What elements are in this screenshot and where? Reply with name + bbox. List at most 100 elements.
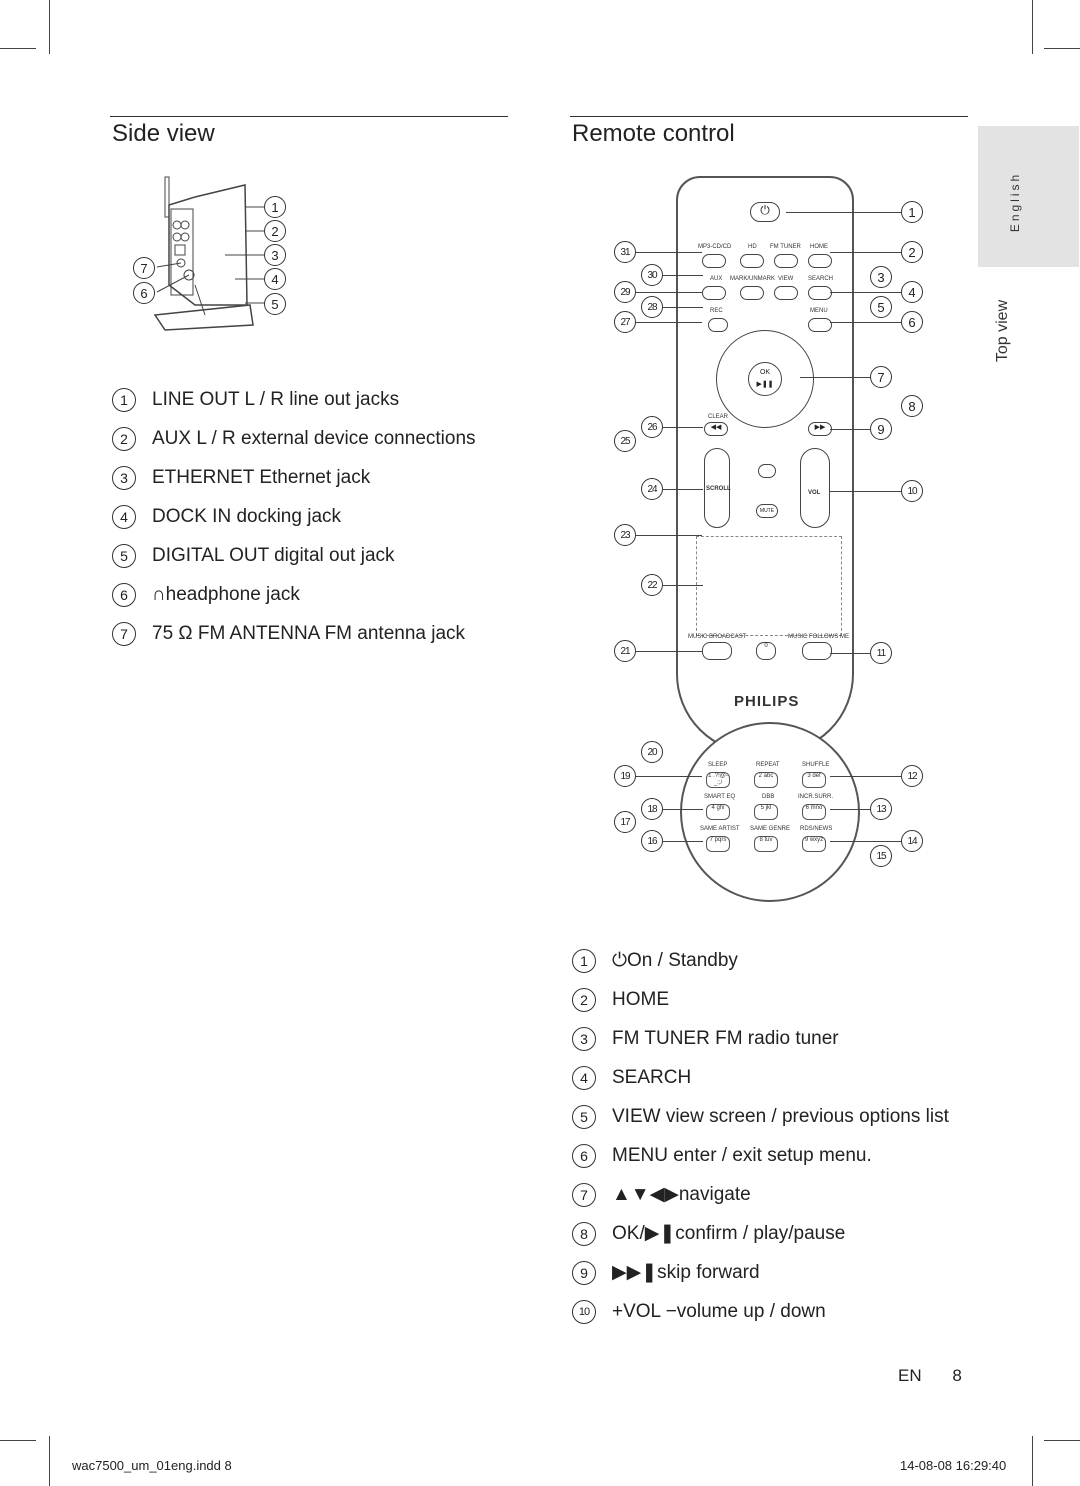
crop-mark: [1032, 0, 1033, 54]
key-label: SLEEP: [708, 762, 728, 768]
remote-callout: 5: [870, 296, 892, 318]
key-label: SAME GENRE: [750, 826, 791, 832]
remote-callout: 27: [614, 311, 636, 333]
side-callout-6: 6: [133, 282, 155, 304]
crop-mark: [49, 1436, 50, 1486]
list-item: 6∩headphone jack: [112, 575, 476, 614]
remote-callout: 25: [614, 430, 636, 452]
side-callout-5: 5: [264, 293, 286, 315]
list-item: 9 ▶▶❚skip forward: [572, 1253, 949, 1292]
language-label: English: [1008, 171, 1023, 233]
item-number: 2: [112, 426, 136, 451]
item-number: 1: [112, 387, 136, 412]
mp3cd-button: [702, 254, 726, 268]
list-item: 10+VOL −volume up / down: [572, 1292, 949, 1331]
key-label: INCR.SURR.: [798, 794, 834, 800]
leader-line: [663, 307, 703, 308]
remote-callout: 11: [870, 642, 892, 664]
btn-label-hd: HD: [748, 244, 757, 250]
item-text: DOCK IN docking jack: [152, 505, 342, 527]
key-3: 3 def: [802, 772, 826, 788]
mark-button: [740, 286, 764, 300]
side-view-diagram: [125, 175, 295, 340]
leader-line: [663, 809, 703, 810]
remote-title: Remote control: [572, 120, 735, 147]
key-label: SMART EQ: [704, 794, 736, 800]
item-number: 5: [112, 543, 136, 568]
section-rule: [570, 116, 968, 117]
brand-logo: PHILIPS: [734, 693, 800, 710]
btn-label-rec: REC: [710, 308, 723, 314]
item-text: HOME: [612, 988, 669, 1010]
key-9: 9 wxyz: [802, 836, 826, 852]
leader-line: [663, 275, 703, 276]
leader-line: [830, 841, 901, 842]
leader-line: [830, 252, 901, 253]
power-button: ⏻: [750, 202, 780, 222]
remote-callout: 23: [614, 524, 636, 546]
aux-button: [702, 286, 726, 300]
crop-mark: [0, 48, 36, 49]
item-text: ∩headphone jack: [152, 583, 300, 605]
side-callout-7: 7: [133, 257, 155, 279]
item-text: ▲▼◀▶navigate: [612, 1184, 751, 1205]
leader-line: [663, 841, 703, 842]
remote-callout: 21: [614, 640, 636, 662]
remote-callout: 16: [641, 830, 663, 852]
remote-callout: 8: [901, 395, 923, 417]
keypad-zoom: SLEEP REPEAT SHUFFLE 1 .?!@-_:;/ 2 abc 3…: [680, 722, 860, 902]
stop-button: [758, 464, 776, 478]
remote-callout: 19: [614, 765, 636, 787]
item-number: 5: [572, 1104, 596, 1129]
btn-label-mark: MARK/UNMARK: [730, 276, 776, 282]
leader-line: [636, 322, 702, 323]
remote-callout: 24: [641, 478, 663, 500]
remote-callout: 10: [901, 480, 923, 502]
zero-label: 0: [764, 643, 768, 649]
side-callout-2: 2: [264, 220, 286, 242]
item-number: 9: [572, 1260, 596, 1285]
remote-callout: 2: [901, 241, 923, 263]
remote-callout: 18: [641, 798, 663, 820]
remote-callout: 26: [641, 416, 663, 438]
item-text: ⏻On / Standby: [612, 949, 738, 971]
btn-label-home: HOME: [810, 244, 828, 250]
remote-callout: 9: [870, 418, 892, 440]
home-button: [808, 254, 832, 268]
btn-label-view: VIEW: [778, 276, 794, 282]
remote-callout: 3: [870, 266, 892, 288]
remote-callout: 1: [901, 201, 923, 223]
btn-label-aux: AUX: [710, 276, 723, 282]
language-tab: [978, 126, 1079, 267]
mute-button: MUTE: [756, 504, 778, 518]
side-callout-3: 3: [264, 244, 286, 266]
key-label: REPEAT: [756, 762, 780, 768]
side-callout-4: 4: [264, 268, 286, 290]
rec-button: [708, 318, 728, 332]
item-text: MENU enter / exit setup menu.: [612, 1144, 872, 1166]
leader-line: [830, 322, 901, 323]
mute-label: MUTE: [759, 508, 775, 514]
search-button: [808, 286, 832, 300]
remote-callout: 17: [614, 811, 636, 833]
leader-line: [830, 776, 901, 777]
btn-label-clear: CLEAR: [708, 414, 729, 420]
hd-button: [740, 254, 764, 268]
top-view-label: Top view: [994, 299, 1012, 363]
crop-mark: [1044, 48, 1080, 49]
crop-mark: [1032, 1436, 1033, 1486]
leader-line: [636, 651, 702, 652]
page-footer: EN 8: [898, 1366, 962, 1386]
broadcast-button: [702, 642, 732, 660]
item-text: OK/▶❚confirm / play/pause: [612, 1223, 846, 1244]
item-text: ▶▶❚skip forward: [612, 1262, 760, 1283]
remote-callout: 7: [870, 366, 892, 388]
item-number: 3: [572, 1026, 596, 1051]
list-item: 6 MENU enter / exit setup menu.: [572, 1136, 949, 1175]
btn-label-mp3cd: MP3-CD/CD: [698, 244, 732, 250]
item-number: 6: [572, 1143, 596, 1168]
